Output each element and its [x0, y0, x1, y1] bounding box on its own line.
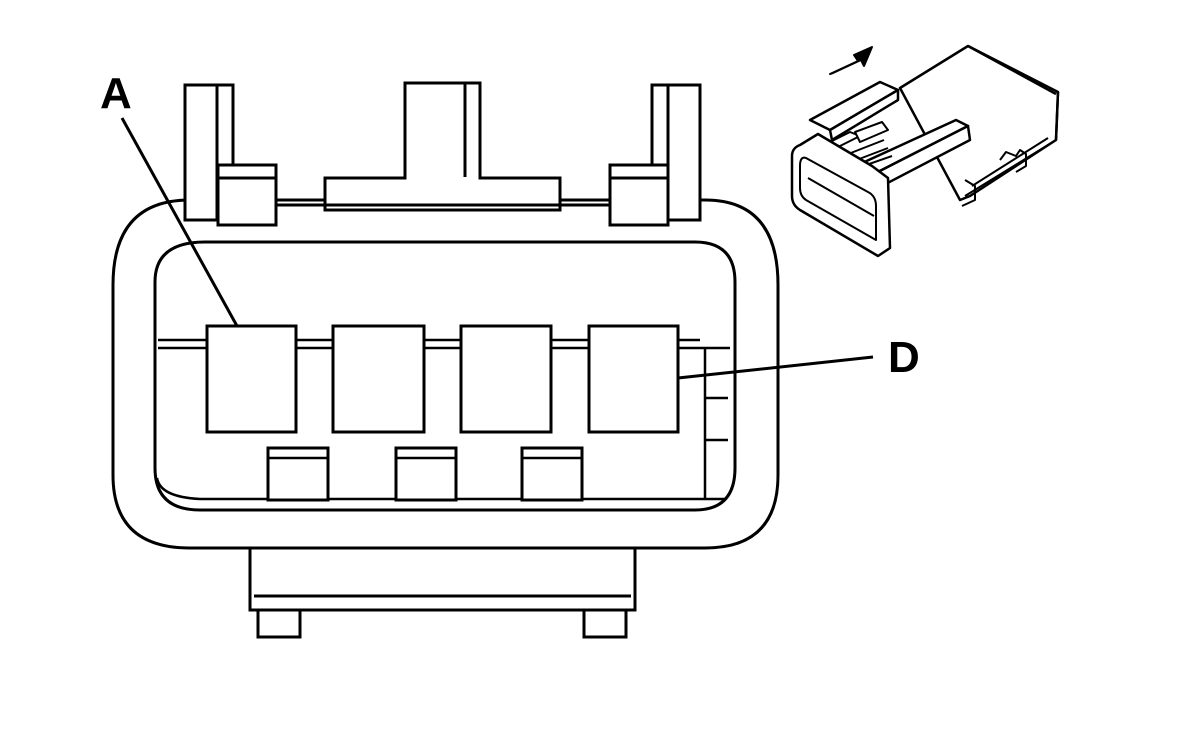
- callout-label-d: D: [888, 333, 920, 382]
- connector-face-view: [111, 81, 780, 639]
- connector-cavity: [153, 240, 737, 512]
- leader-line-a: [120, 117, 239, 327]
- terminal-a: [205, 324, 298, 434]
- terminal-b: [331, 324, 426, 434]
- leader-line-d: [677, 355, 874, 380]
- direction-arrow-icon: [829, 46, 873, 75]
- terminal-d: [587, 324, 680, 434]
- callout-label-a: A: [100, 69, 132, 118]
- bottom-mount-tabs: [248, 538, 637, 639]
- terminal-row: [205, 324, 680, 434]
- top-latch-posts: [183, 81, 702, 227]
- cavity-floor-line: [155, 477, 725, 501]
- lower-key-ribs: [266, 446, 584, 502]
- terminal-c: [459, 324, 553, 434]
- cavity-right-rib: [700, 346, 730, 498]
- connector-isometric-inset: [790, 44, 1060, 258]
